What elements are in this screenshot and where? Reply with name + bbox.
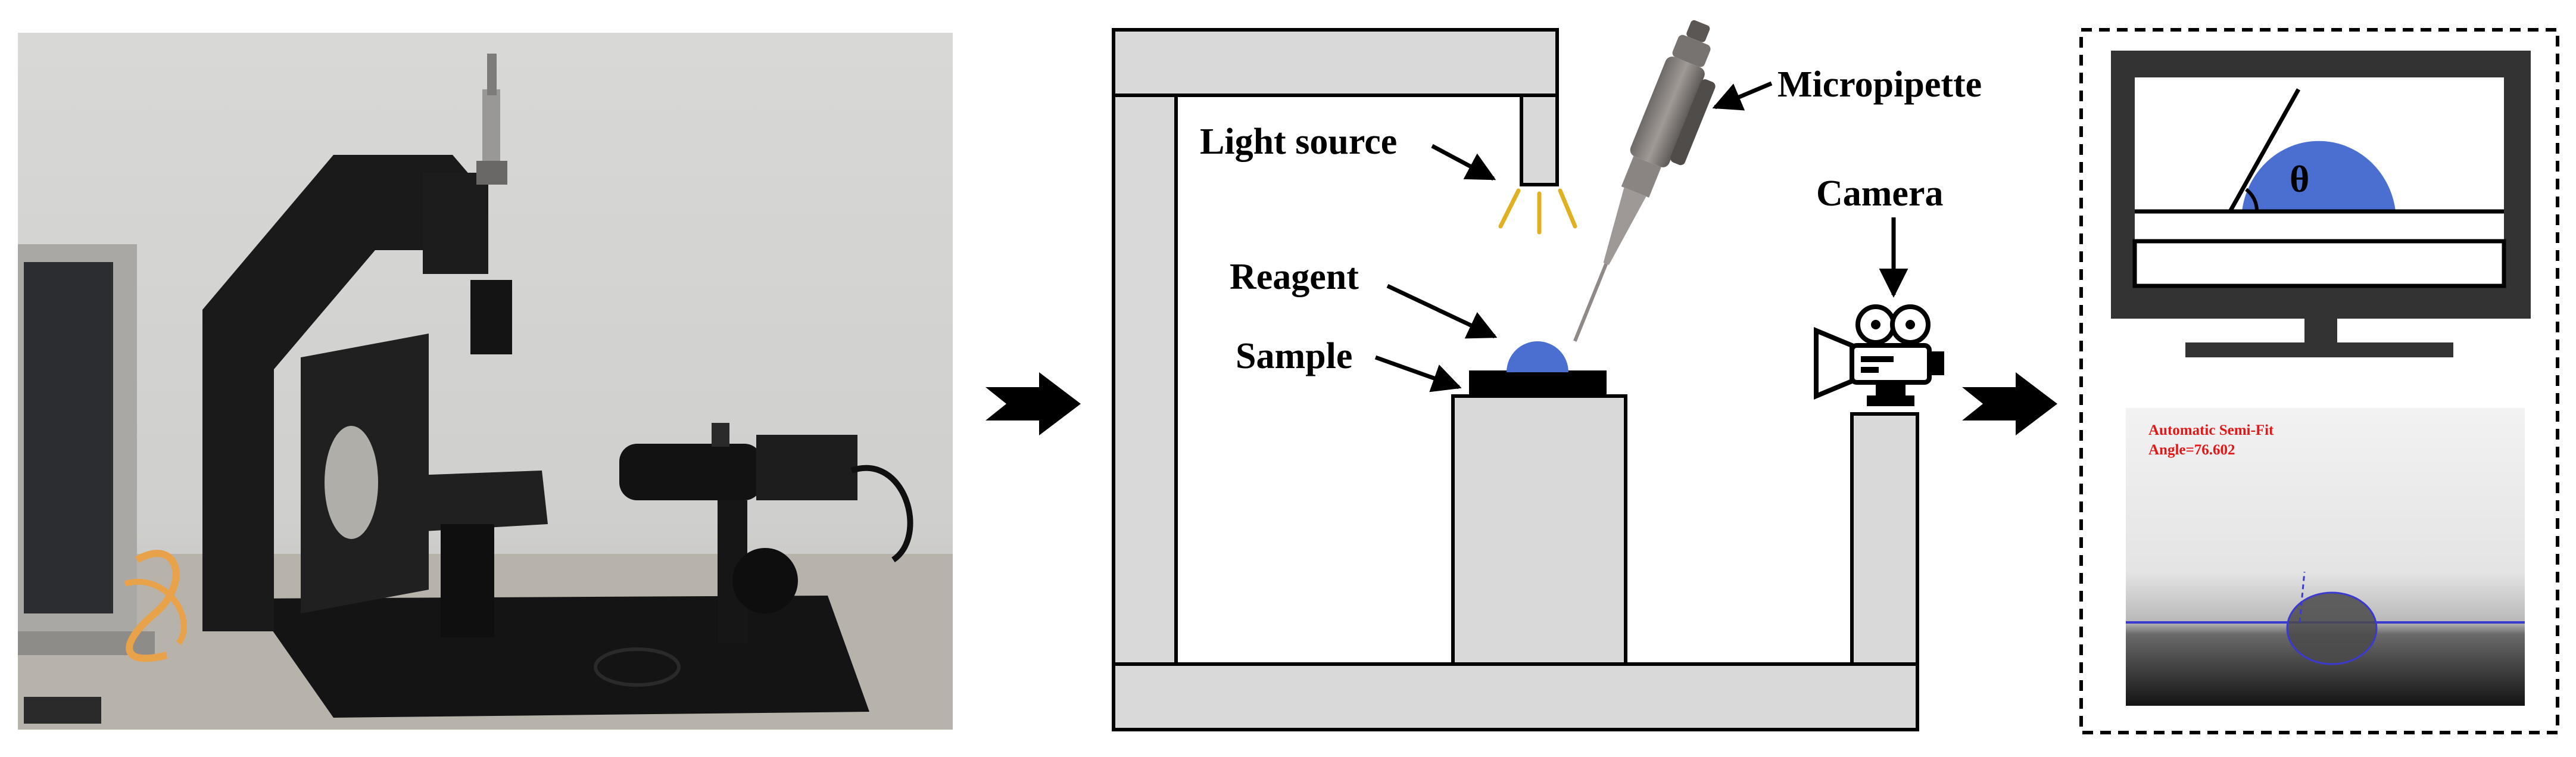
monitor-icon bbox=[2111, 51, 2531, 357]
sample bbox=[1469, 370, 1607, 398]
sample-stage bbox=[1451, 394, 1627, 666]
left-pillar bbox=[1112, 94, 1178, 666]
light-source-housing bbox=[1520, 94, 1559, 186]
reagent-label: Reagent bbox=[1230, 257, 1359, 297]
reagent-drop bbox=[1507, 341, 1568, 372]
sample-label: Sample bbox=[1236, 336, 1352, 376]
right-arrow-icon bbox=[1962, 372, 2057, 435]
micropipette-icon bbox=[1573, 20, 1716, 342]
angle-value-text: Angle=76.602 bbox=[2148, 442, 2235, 458]
photo-monitor bbox=[18, 244, 155, 655]
light-source-label: Light source bbox=[1200, 122, 1397, 162]
drop-in-monitor bbox=[2242, 141, 2396, 211]
result-panel-border bbox=[2079, 28, 2559, 734]
camera-pillar bbox=[1850, 412, 1919, 666]
theta-symbol: θ bbox=[2290, 158, 2309, 200]
base-beam bbox=[1112, 662, 1919, 731]
camera-icon bbox=[1814, 304, 1944, 406]
apparatus-photo bbox=[18, 33, 953, 730]
micropipette-label: Micropipette bbox=[1777, 64, 1982, 105]
top-beam bbox=[1112, 28, 1559, 97]
camera-label: Camera bbox=[1816, 173, 1943, 214]
label-pointers bbox=[1374, 81, 1908, 392]
fit-method-text: Automatic Semi-Fit bbox=[2148, 422, 2274, 438]
light-rays bbox=[1498, 188, 1577, 235]
measurement-image bbox=[2126, 408, 2525, 706]
right-arrow-icon bbox=[986, 372, 1081, 435]
setup-schematic bbox=[1112, 28, 1919, 731]
